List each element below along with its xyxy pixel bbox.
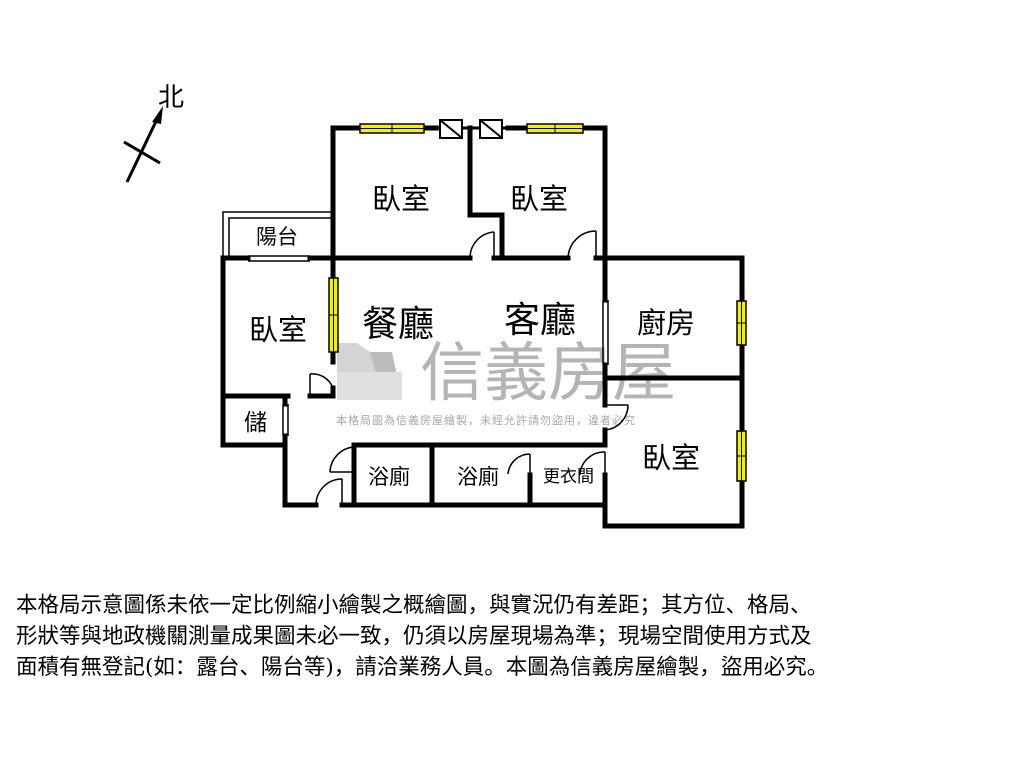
room-label-bedroom-right: 臥室 xyxy=(642,441,700,475)
compass: 北 xyxy=(123,83,184,183)
room-label-kitchen: 廚房 xyxy=(637,306,695,340)
room-label-living: 客廳 xyxy=(504,300,576,341)
floor-plan: 北 信義房屋 本格局圖為信義房屋繪製，未經允許請勿盜用，違者必究 xyxy=(123,83,747,529)
room-label-bedroom-top-right: 臥室 xyxy=(510,182,568,216)
disclaimer-line-1: 本格局示意圖係未依一定比例縮小繪製之概繪圖，與實況仍有差距；其方位、格局、 xyxy=(16,593,812,618)
thin-openings xyxy=(248,255,609,436)
disclaimer-line-3: 面積有無登記(如：露台、陽台等)，請洽業務人員。本圖為信義房屋繪製，盜用必究。 xyxy=(16,655,829,680)
vent-boxes xyxy=(439,119,503,139)
room-label-dining: 餐廳 xyxy=(362,304,434,345)
room-label-bedroom-left: 臥室 xyxy=(249,313,307,347)
compass-north-label: 北 xyxy=(158,83,184,113)
room-label-storage: 儲 xyxy=(244,410,267,436)
watermark-logo-icon xyxy=(337,343,402,400)
room-label-closet: 更衣間 xyxy=(543,467,594,487)
room-label-bedroom-top-left: 臥室 xyxy=(372,182,430,216)
balcony-outline xyxy=(222,211,333,258)
disclaimer-line-2: 形狀等與地政機關測量成果圖未必一致，仍須以房屋現場為準；現場空間使用方式及 xyxy=(16,624,812,649)
watermark-notice: 本格局圖為信義房屋繪製，未經允許請勿盜用，違者必究 xyxy=(336,413,636,427)
room-label-bath-2: 浴廁 xyxy=(457,465,499,489)
windows xyxy=(328,123,747,482)
watermark-brand: 信義房屋 xyxy=(420,337,676,411)
doors xyxy=(309,230,629,506)
walls xyxy=(220,125,745,529)
room-label-bath-1: 浴廁 xyxy=(368,465,410,489)
room-label-balcony: 陽台 xyxy=(256,225,298,249)
disclaimer-text: 本格局示意圖係未依一定比例縮小繪製之概繪圖，與實況仍有差距；其方位、格局、 形狀… xyxy=(16,590,1008,683)
